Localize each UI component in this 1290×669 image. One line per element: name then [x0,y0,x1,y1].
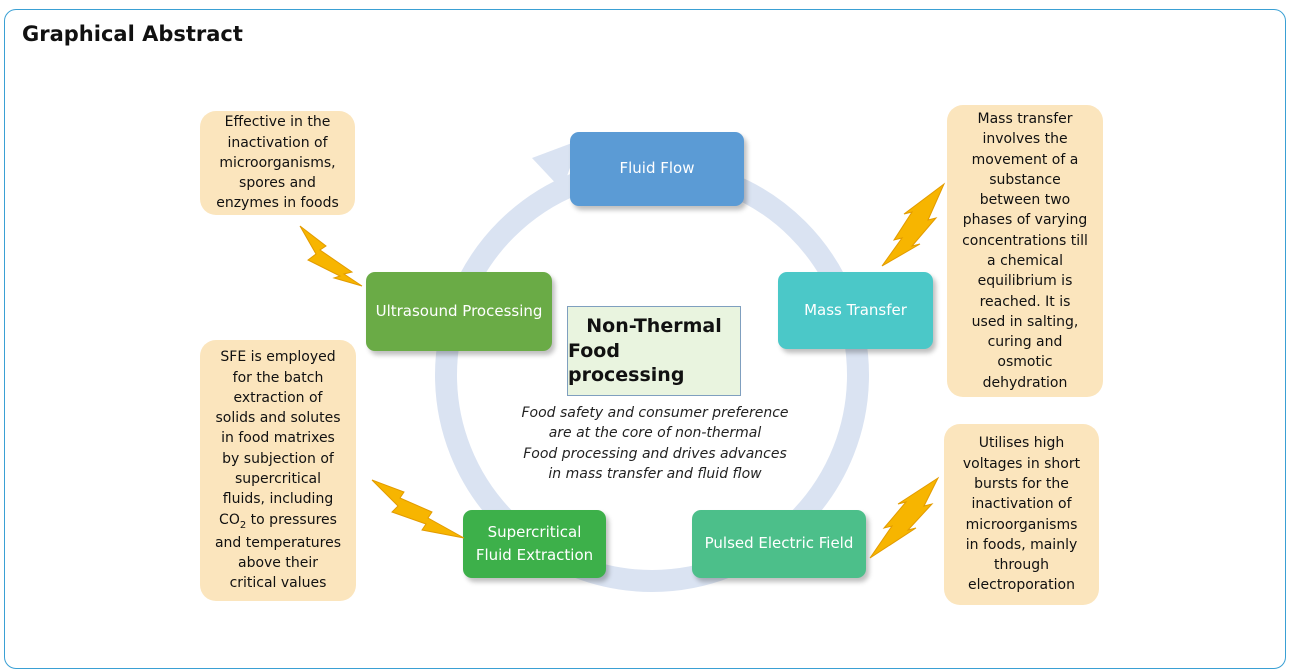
caption-line: are at the core of non-thermal [548,425,762,442]
mass-transfer-box: Mass Transfer [778,272,933,349]
center-title-line1: Non-Thermal [586,314,722,337]
note-line: Mass transfer [977,110,1073,127]
note-line: bursts for the [974,475,1069,492]
note-line: inactivation of [227,134,328,151]
note-line: solids and solutes [215,410,341,427]
note-line: phases of varying [962,212,1088,229]
pulsed-electric-field-label: Pulsed Electric Field [704,534,854,553]
note-line: extraction of [233,389,323,406]
note-line: osmotic [997,354,1053,371]
fluid-flow-label: Fluid Flow [619,159,695,178]
lightning-bolt-icon [371,479,465,539]
note-line: and temperatures [214,534,342,551]
lightning-bolt-icon [299,225,363,287]
caption-line: Food safety and consumer preference [521,405,789,421]
note-line: enzymes in foods [216,195,339,212]
note-line: movement of a [971,151,1079,168]
note-line: microorganisms [965,516,1078,533]
note-line: electroporation [968,577,1075,594]
note-line: Utilises high [978,435,1065,452]
note-line: critical values [229,575,327,592]
note-line: above their [237,555,318,572]
supercritical-fluid-extraction-box: Supercritical Fluid Extraction [463,510,606,578]
note-line: used in salting, [971,313,1079,330]
note-line-co2: CO2 to pressures [215,510,341,533]
note-line: concentrations till [962,232,1088,249]
sfe-note: SFE is employed for the batch extraction… [200,340,356,601]
mass-transfer-label: Mass Transfer [804,300,907,319]
note-line: through [993,557,1049,574]
center-caption: Food safety and consumer preference are … [480,403,830,484]
note-line: supercritical [234,471,321,487]
note-line: Effective in the [224,114,331,131]
note-line: a chemical [987,253,1063,269]
mass-transfer-note: Mass transfer involves the movement of a… [947,105,1103,397]
note-line: for the batch [232,369,324,386]
note-line: spores and [239,175,316,192]
cycle-arrowhead [532,140,580,190]
note-line: in food matrixes [221,430,335,447]
note-line: dehydration [982,374,1068,391]
note-line: voltages in short [962,455,1081,472]
note-line: microorganisms, [219,154,336,171]
note-line-text: to pressures [250,511,337,528]
note-line: SFE is employed [220,349,336,366]
note-line: equilibrium is [977,273,1073,290]
co2-subscript: 2 [239,519,247,531]
sfe-label-line1: Supercritical [487,522,582,541]
pulsed-electric-field-box: Pulsed Electric Field [692,510,866,578]
lightning-bolt-icon [869,476,940,559]
page-title: Graphical Abstract [22,22,243,46]
center-title-box: Non-Thermal Food processing [567,306,741,396]
note-line: curing and [987,334,1063,351]
note-line: involves the [982,131,1068,148]
co2-formula: CO [219,511,240,528]
ultrasound-label: Ultrasound Processing [375,301,543,320]
pef-note: Utilises high voltages in short bursts f… [944,424,1099,605]
note-line: by subjection of [222,450,334,467]
note-line: inactivation of [971,496,1072,513]
caption-line: Food processing and drives advances [523,445,787,462]
note-line: between two [979,192,1071,209]
center-title-line2: Food processing [568,339,685,387]
caption-line: in mass transfer and fluid flow [548,465,762,482]
note-line: substance [989,171,1061,188]
sfe-label-line2: Fluid Extraction [475,546,594,564]
note-line: reached. It is [979,293,1071,310]
fluid-flow-box: Fluid Flow [570,132,744,206]
note-line: fluids, including [222,491,334,508]
note-line: in foods, mainly [965,536,1078,553]
ultrasound-processing-box: Ultrasound Processing [366,272,552,351]
lightning-bolt-icon [881,182,946,267]
ultrasound-note: Effective in the inactivation of microor… [200,111,355,215]
